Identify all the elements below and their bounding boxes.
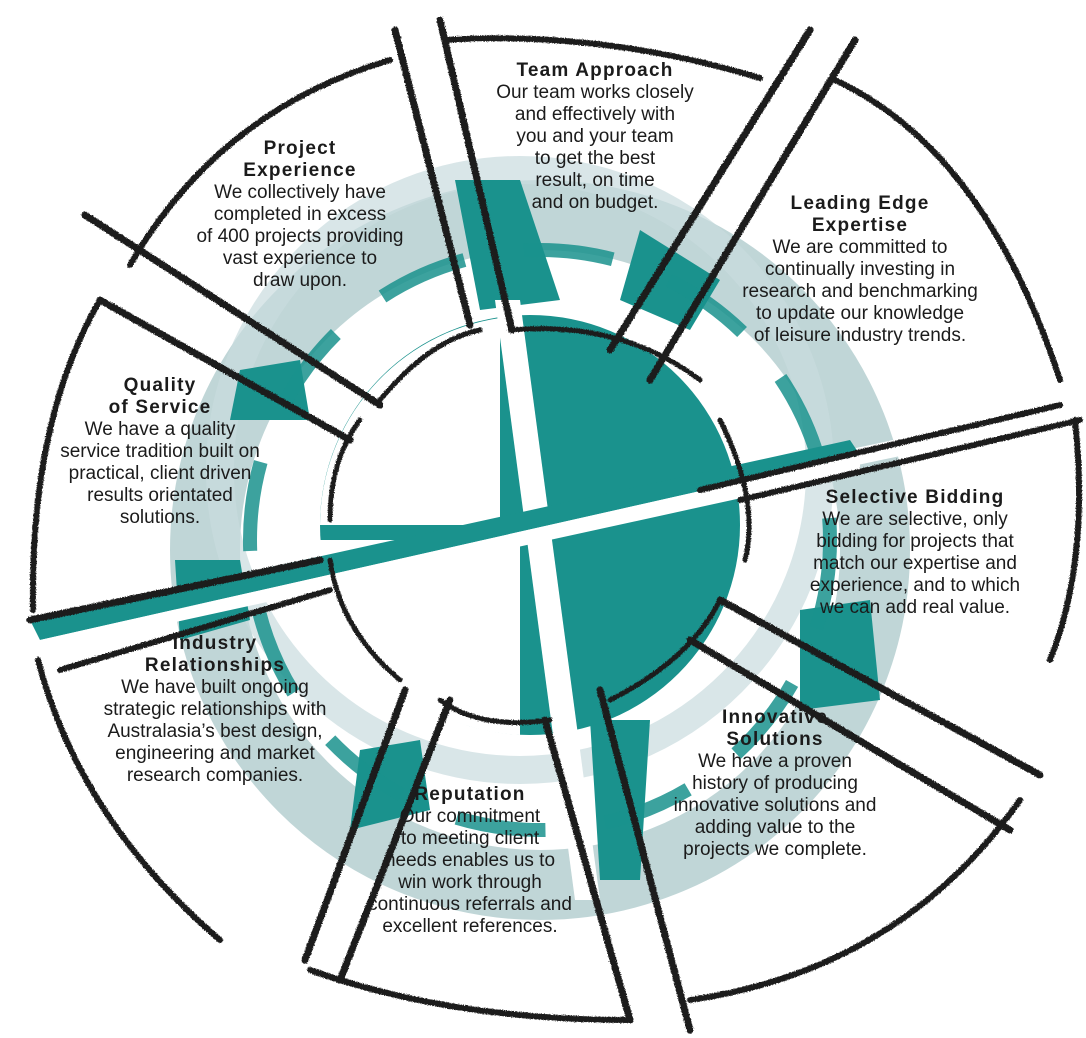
segment-title: Leading Edge Expertise [700, 193, 1020, 237]
segment-text-line: We have a quality [84, 419, 236, 440]
segment-quality-of-service: Quality of Service We have a quality ser… [30, 375, 290, 529]
segment-team-approach: Team Approach Our team works closely and… [460, 60, 730, 214]
segment-title-line: Reputation [414, 784, 526, 805]
segment-text-line: completed in excess [213, 204, 387, 225]
segment-title: Industry Relationships [70, 633, 360, 677]
segment-text-line: we can add real value. [819, 597, 1011, 618]
segment-title-line: Experience [243, 160, 357, 181]
segment-text-line: service tradition built on [60, 441, 260, 462]
segment-title-line: of Service [108, 397, 212, 418]
segment-title-line: Expertise [811, 215, 909, 236]
segment-text-line: We are committed to [772, 237, 948, 258]
segment-text-line: win work through [398, 872, 542, 893]
segment-text-line: results orientated [87, 485, 233, 506]
segment-text-line: innovative solutions and [673, 795, 877, 816]
segment-text-line: projects we complete. [683, 839, 867, 860]
segment-text-line: draw upon. [252, 270, 347, 291]
segment-text-line: We are selective, only [822, 509, 1008, 530]
segment-title-line: Project [263, 138, 337, 159]
segment-description: Our commitment to meeting client needs e… [340, 806, 600, 938]
segment-title-line: Relationships [144, 655, 286, 676]
segment-project-experience: Project Experience We collectively have … [160, 138, 440, 292]
segment-text-line: solutions. [119, 507, 201, 528]
segment-title: Team Approach [460, 60, 730, 82]
segment-text-line: and on budget. [531, 192, 659, 213]
segment-title-line: Team Approach [516, 60, 674, 81]
segment-reputation: Reputation Our commitment to meeting cli… [340, 784, 600, 938]
segment-text-line: research and benchmarking [742, 281, 978, 302]
segment-selective-bidding: Selective Bidding We are selective, only… [760, 487, 1070, 619]
segment-description: We have built ongoing strategic relation… [70, 677, 360, 787]
segment-text-line: you and your team [516, 126, 674, 147]
segment-description: We collectively have completed in excess… [160, 182, 440, 292]
segment-text-line: We have a proven [698, 751, 852, 772]
segment-description: We have a quality service tradition buil… [30, 419, 290, 529]
segment-text-line: of 400 projects providing [196, 226, 404, 247]
wheel-outline [26, 16, 1083, 1034]
segment-title-line: Innovative [722, 707, 828, 728]
segment-text-line: continuous referrals and [368, 894, 572, 915]
segment-industry-relationships: Industry Relationships We have built ong… [70, 633, 360, 787]
segment-title-line: Leading Edge [790, 193, 930, 214]
segment-title: Quality of Service [30, 375, 290, 419]
segment-text-line: Australasia’s best design, [107, 721, 323, 742]
segment-text-line: Our commitment [399, 806, 541, 827]
segment-text-line: bidding for projects that [816, 531, 1014, 552]
segment-text-line: strategic relationships with [103, 699, 327, 720]
segment-text-line: engineering and market [115, 743, 315, 764]
segment-text-line: and effectively with [514, 104, 676, 125]
segment-title-line: Industry [172, 633, 258, 654]
segment-text-line: excellent references. [382, 916, 558, 937]
segment-text-line: to get the best [534, 148, 656, 169]
segment-text-line: We collectively have [214, 182, 386, 203]
segment-text-line: research companies. [126, 765, 304, 786]
segment-description: Our team works closely and effectively w… [460, 82, 730, 214]
segment-text-line: practical, client driven [68, 463, 252, 484]
segment-title-line: Solutions [726, 729, 824, 750]
segment-text-line: vast experience to [222, 248, 378, 269]
segment-text-line: of leisure industry trends. [753, 325, 967, 346]
segment-innovative-solutions: Innovative Solutions We have a proven hi… [630, 707, 920, 861]
segment-title: Selective Bidding [760, 487, 1070, 509]
segment-title-line: Selective Bidding [825, 487, 1005, 508]
segment-text-line: Our team works closely [496, 82, 694, 103]
segment-text-line: needs enables us to [384, 850, 556, 871]
segment-text-line: result, on time [535, 170, 655, 191]
segment-text-line: to meeting client [400, 828, 540, 849]
segment-text-line: match our expertise and [813, 553, 1017, 574]
segment-title: Project Experience [160, 138, 440, 182]
segment-description: We are selective, only bidding for proje… [760, 509, 1070, 619]
segment-text-line: to update our knowledge [755, 303, 965, 324]
segment-text-line: history of producing [692, 773, 858, 794]
segment-title: Innovative Solutions [630, 707, 920, 751]
segment-description: We have a proven history of producing in… [630, 751, 920, 861]
segment-description: We are committed to continually investin… [700, 237, 1020, 347]
segment-leading-edge-expertise: Leading Edge Expertise We are committed … [700, 193, 1020, 347]
segment-title-line: Quality [123, 375, 197, 396]
segment-text-line: experience, and to which [809, 575, 1021, 596]
segment-title: Reputation [340, 784, 600, 806]
segment-text-line: We have built ongoing [121, 677, 309, 698]
segment-text-line: continually investing in [764, 259, 956, 280]
diagonal-gap [40, 455, 860, 650]
diagonal-band [30, 440, 860, 640]
segment-text-line: adding value to the [694, 817, 856, 838]
